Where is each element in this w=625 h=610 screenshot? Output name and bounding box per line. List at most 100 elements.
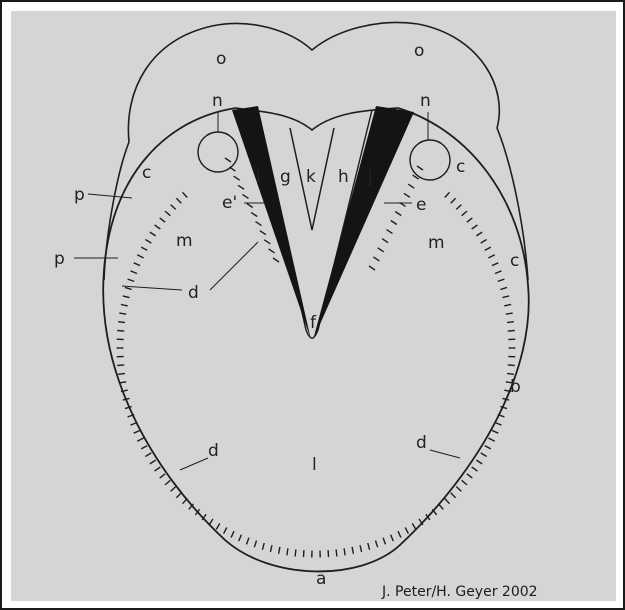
bar-hatch-tick: [395, 212, 401, 216]
white-line-tick: [145, 240, 151, 244]
white-line-tick: [445, 499, 450, 504]
white-line-tick: [121, 304, 128, 306]
label-n-left: n: [212, 91, 223, 111]
white-line-tick: [495, 423, 502, 426]
heel-bulbs-outline: [128, 22, 499, 142]
credit-text: J. Peter/H. Geyer 2002: [381, 584, 538, 600]
bar-hatch-tick: [373, 257, 379, 261]
white-line-tick: [451, 493, 456, 498]
white-line-tick: [462, 480, 467, 485]
white-line-tick: [456, 205, 461, 210]
white-line-tick: [239, 535, 242, 541]
white-line-tick: [476, 232, 482, 236]
white-line-tick: [131, 271, 138, 274]
white-line-tick: [171, 487, 176, 492]
collateral-groove-left: [232, 106, 311, 340]
pointer-d-upper-left-2: [210, 242, 258, 290]
white-line-tick: [134, 263, 140, 266]
white-line-tick: [492, 263, 498, 266]
white-line-tick: [352, 547, 353, 554]
white-line-tick: [472, 225, 478, 229]
white-line-tick: [160, 218, 165, 222]
white-line-tick: [119, 313, 126, 314]
white-line-tick: [462, 211, 467, 216]
white-line-tick: [117, 331, 124, 332]
white-line-hatching: [117, 158, 516, 558]
label-c-left-upper: c: [142, 163, 151, 183]
label-n-right: n: [420, 91, 431, 111]
white-line-tick: [445, 192, 450, 197]
white-line-tick: [141, 247, 147, 250]
white-line-tick: [360, 545, 362, 552]
white-line-tick: [176, 493, 181, 498]
bar-hatch-tick: [408, 184, 414, 188]
white-line-tick: [508, 365, 515, 366]
white-line-tick: [231, 531, 234, 537]
white-line-tick: [492, 430, 498, 433]
white-line-tick: [150, 232, 156, 236]
bar-hatch-tick: [264, 240, 270, 244]
white-line-tick: [503, 296, 510, 298]
bar-hatch-tick: [247, 204, 253, 208]
white-line-tick: [500, 287, 507, 289]
white-line-tick: [279, 547, 280, 554]
white-line-tick: [128, 279, 135, 281]
white-line-tick: [451, 198, 456, 203]
label-e-prime: e': [222, 193, 237, 213]
white-line-tick: [137, 255, 143, 258]
white-line-tick: [383, 538, 385, 545]
white-line-tick: [141, 446, 147, 449]
white-line-tick: [155, 225, 161, 229]
white-line-tick: [131, 423, 138, 426]
label-m-right: m: [428, 233, 445, 253]
bar-hatch-tick: [238, 185, 244, 189]
bar-hatch-tick: [269, 249, 275, 253]
bar-circle-left: [198, 132, 238, 172]
white-line-tick: [160, 474, 165, 478]
bar-hatch-tick: [225, 158, 231, 162]
white-line-tick: [134, 430, 140, 433]
white-line-tick: [183, 192, 188, 197]
label-d-upper-left: d: [188, 283, 199, 303]
white-line-tick: [119, 382, 126, 383]
white-line-tick: [398, 531, 401, 537]
bar-hatch-tick: [404, 193, 410, 197]
bar-hatch-tick: [273, 258, 279, 262]
white-line-tick: [287, 548, 288, 555]
label-o-left: o: [216, 49, 226, 69]
white-line-tick: [503, 398, 510, 400]
white-line-tick: [488, 255, 494, 258]
white-line-tick: [123, 398, 130, 400]
white-line-tick: [247, 538, 249, 545]
white-line-tick: [165, 211, 170, 216]
white-line-tick: [507, 322, 514, 323]
white-line-tick: [145, 453, 151, 457]
white-line-tick: [137, 438, 143, 441]
white-line-tick: [467, 474, 472, 478]
white-line-tick: [171, 205, 176, 210]
white-line-tick: [262, 543, 264, 550]
label-e: e: [416, 195, 426, 215]
bar-hatch-tick: [229, 167, 235, 171]
white-line-tick: [485, 247, 491, 250]
label-k: k: [306, 167, 316, 187]
white-line-tick: [176, 198, 181, 203]
collateral-groove-right: [313, 106, 414, 340]
bar-hatch-tick: [369, 266, 375, 270]
white-line-tick: [150, 460, 156, 464]
bar-circle-right: [410, 140, 450, 180]
white-line-tick: [224, 528, 227, 534]
label-d-lower-right: d: [416, 433, 427, 453]
white-line-tick: [376, 541, 378, 548]
white-line-tick: [368, 543, 370, 550]
bar-hatch-tick: [378, 248, 384, 252]
white-line-tick: [336, 549, 337, 556]
label-m-left: m: [176, 231, 193, 251]
sole-outline: [103, 108, 529, 571]
white-line-tick: [481, 240, 487, 244]
label-h: h: [338, 167, 349, 187]
white-line-tick: [488, 438, 494, 441]
white-line-tick: [412, 523, 416, 529]
white-line-tick: [467, 218, 472, 222]
white-line-tick: [456, 487, 461, 492]
